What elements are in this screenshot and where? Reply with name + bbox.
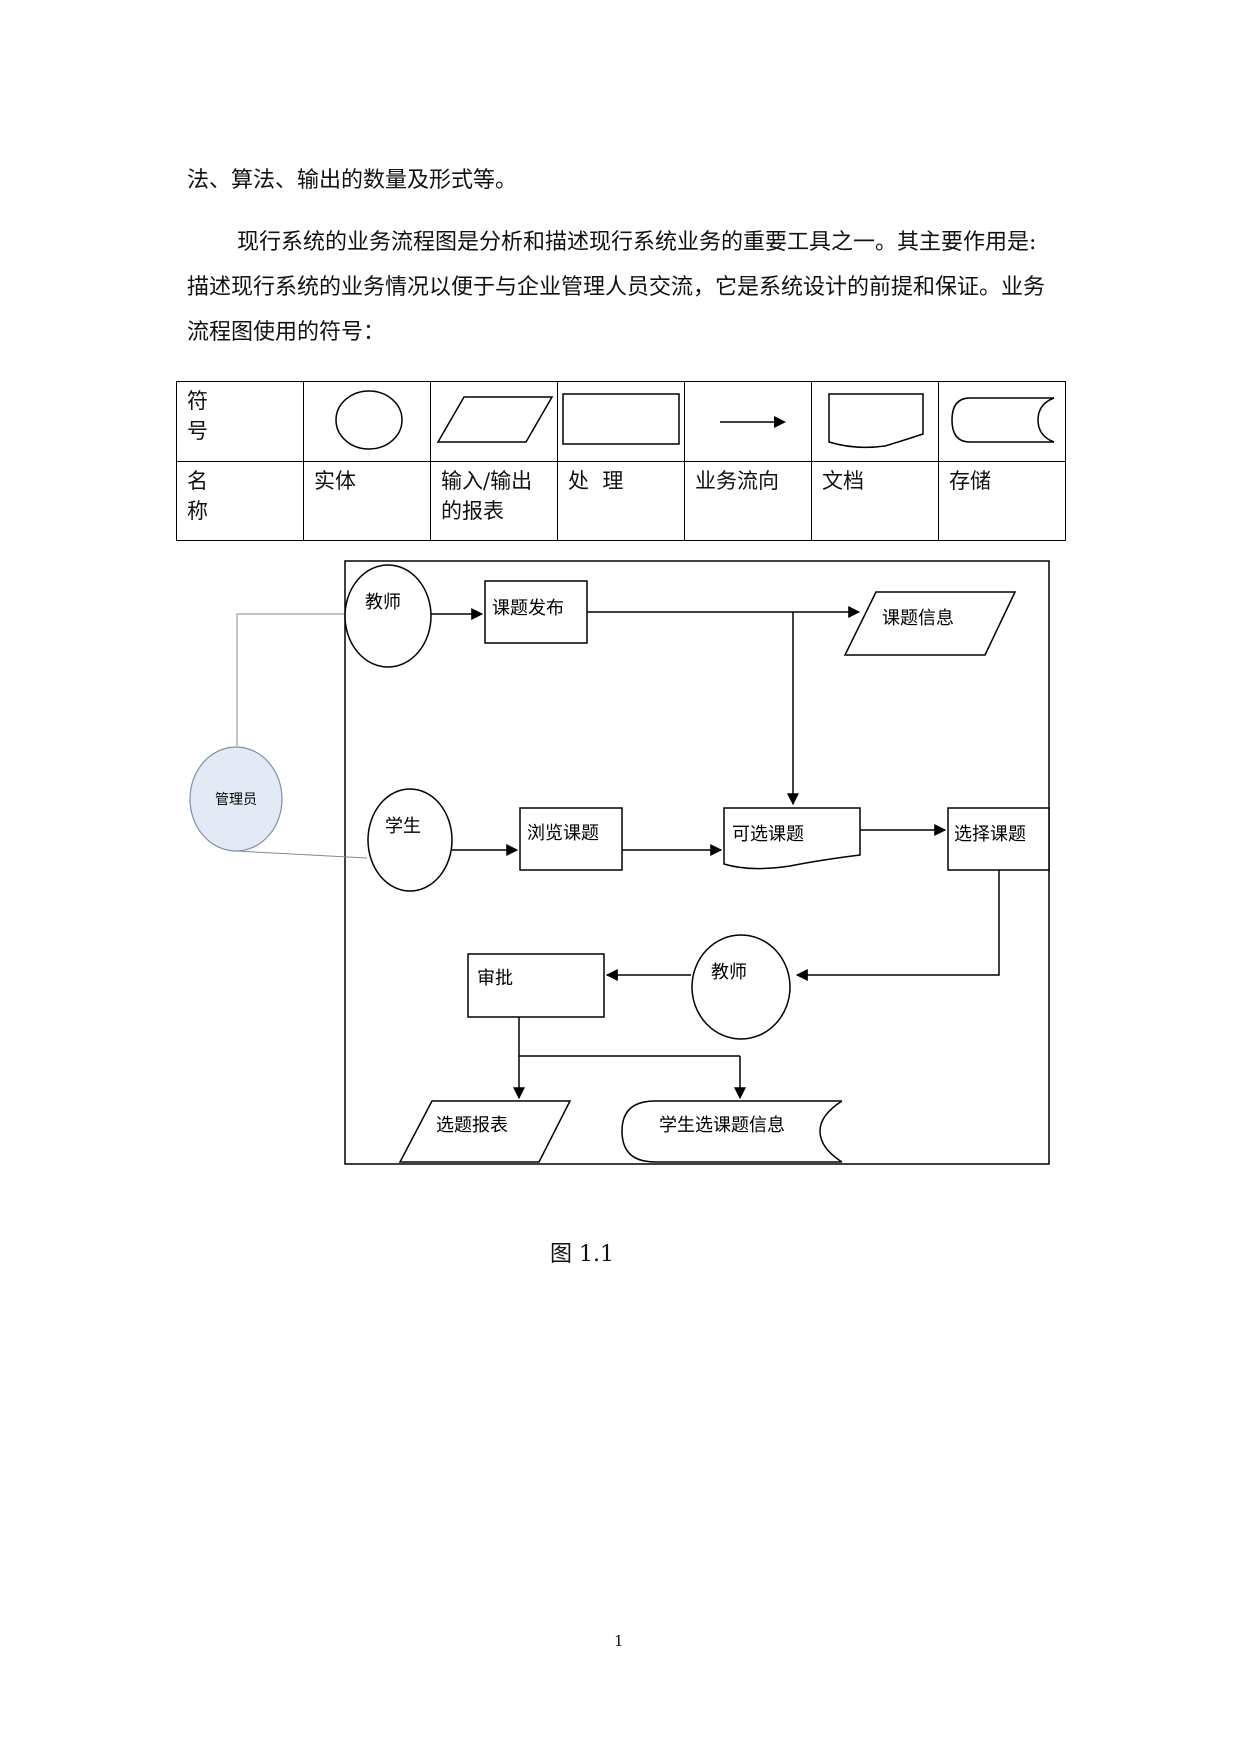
symbol-header-char-1: 符 xyxy=(187,389,208,413)
selectable-label: 可选课题 xyxy=(732,824,804,845)
storage-symbol-cell xyxy=(938,381,1066,462)
figure-caption: 图 1.1 xyxy=(550,1242,614,1267)
selectable-document xyxy=(723,807,861,870)
symbol-table: 符 号 xyxy=(176,381,1066,541)
publish-label: 课题发布 xyxy=(492,598,564,619)
storage-label: 学生选课题信息 xyxy=(659,1115,785,1136)
report-label: 选题报表 xyxy=(436,1115,508,1136)
student-label: 学生 xyxy=(385,816,421,837)
document-icon xyxy=(828,393,924,449)
teacher-top-label: 教师 xyxy=(365,592,401,613)
circle-icon xyxy=(335,390,403,450)
symbol-name-entity: 实体 xyxy=(303,460,431,541)
page-number: 1 xyxy=(614,1632,624,1650)
symbol-name-storage: 存储 xyxy=(938,460,1066,541)
rectangle-icon xyxy=(562,393,680,445)
arrow-symbol-cell xyxy=(684,381,812,462)
name-header-cell: 名 称 xyxy=(176,460,304,541)
symbol-name-process: 处 理 xyxy=(557,460,685,541)
teacher-top-entity xyxy=(344,564,432,668)
browse-label: 浏览课题 xyxy=(527,823,599,844)
student-selection-storage xyxy=(621,1100,842,1163)
teacher-mid-label: 教师 xyxy=(711,962,747,983)
teacher-mid-entity xyxy=(691,934,791,1040)
student-entity xyxy=(367,788,453,892)
rectangle-symbol-cell xyxy=(557,381,685,462)
approve-process xyxy=(467,953,605,1018)
topic-info-report xyxy=(843,591,1017,656)
symbol-name-flow: 业务流向 xyxy=(684,460,812,541)
paragraph-1: 法、算法、输出的数量及形式等。 xyxy=(187,168,518,193)
paragraph-2: 现行系统的业务流程图是分析和描述现行系统业务的重要工具之一。其主要作用是: 描述… xyxy=(187,230,1046,345)
arrow-icon xyxy=(720,416,786,429)
admin-student-link xyxy=(235,850,368,859)
name-header-char-2: 称 xyxy=(187,498,208,523)
parallelogram-icon xyxy=(436,396,554,443)
symbol-name-io-report: 输入/输出的报表 xyxy=(430,460,558,541)
selection-report xyxy=(398,1100,572,1163)
symbol-name-document: 文档 xyxy=(811,460,939,541)
approve-label: 审批 xyxy=(477,968,513,989)
choose-label: 选择课题 xyxy=(954,824,1026,845)
admin-entity xyxy=(189,746,283,852)
topic-info-label: 课题信息 xyxy=(882,608,954,629)
document-symbol-cell xyxy=(811,381,939,462)
storage-icon xyxy=(951,397,1055,443)
admin-label: 管理员 xyxy=(215,792,257,808)
symbol-header-char-2: 号 xyxy=(187,419,208,443)
arrow-choose-teacher xyxy=(795,870,1000,981)
name-header-char-1: 名 xyxy=(187,468,208,493)
choose-process xyxy=(947,807,1050,871)
admin-teacher-link xyxy=(236,613,345,746)
browse-process xyxy=(519,807,623,871)
publish-process xyxy=(484,580,588,644)
